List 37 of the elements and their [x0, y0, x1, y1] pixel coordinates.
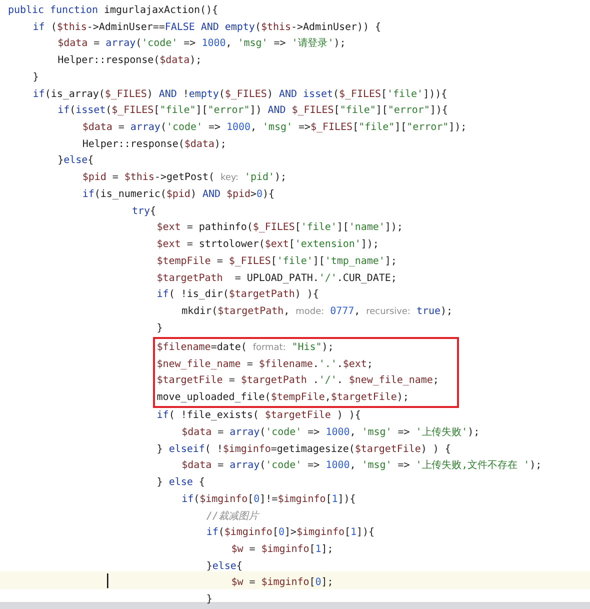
code-line: } else {	[156, 476, 205, 490]
code-line: $data = array('code' => 1000, 'msg' => '上传失败,文件不存在 ');	[182, 458, 542, 474]
code-line: Helper::response($data);	[82, 138, 226, 152]
code-line: if($imginfo[0]!=$imginfo[1]){	[182, 492, 356, 507]
highlight-box	[152, 336, 459, 408]
code-line: $w = $imginfo[0];	[231, 576, 334, 590]
code-line: try{	[132, 204, 156, 219]
code-line: $data = array('code' => 1000, 'msg' => '上传失败');	[182, 426, 480, 440]
code-line: move_uploaded_file($tempFile,$targetFile);	[156, 391, 409, 406]
code-line: }else{	[58, 154, 94, 168]
code-line: $w = $imginfo[1];	[231, 543, 334, 558]
code-line: $targetFile = $targetPath .'/'. $new_file_name;	[156, 374, 439, 388]
code-line: $ext = pathinfo($_FILES['file']['name']);	[156, 221, 403, 236]
code-line: }else{	[206, 560, 242, 574]
code-line: }	[156, 322, 163, 336]
code-line: if($imginfo[0]>$imginfo[1]){	[206, 526, 375, 540]
code-line: $new_file_name = $filename.'.'.$ext;	[156, 358, 373, 372]
code-line: $ext = strtolower($ext['extension']);	[156, 238, 379, 252]
code-line: if(is_array($_FILES) AND !empty($_FILES) AND isset($_FILES['file'])){	[32, 88, 448, 102]
code-line: if ($this->AdminUser==FALSE AND empty($this->AdminUser)) {	[32, 20, 381, 35]
code-line: if(isset($_FILES["file"]["error"]) AND $_FILES["file"]["error"]){	[58, 104, 448, 118]
code-line: $tempFile = $_FILES['file']['tmp_name'];	[156, 254, 397, 269]
code-line: public function imgurlajaxAction(){	[8, 4, 218, 18]
code-line: $data = array('code' => 1000, 'msg' => '请登录');	[58, 36, 346, 52]
code-line: if( !is_dir($targetPath) ){	[156, 288, 319, 302]
code-line: $data = array('code' => 1000, 'msg' =>$_FILES["file"]["error"]);	[82, 121, 467, 136]
code-line: mkdir($targetPath, mode: 0777, recursive: true);	[182, 304, 452, 319]
code-line: }	[206, 593, 212, 608]
code-line: //裁减图片	[206, 510, 258, 524]
code-line: $pid = $this->getPost( key: 'pid');	[82, 171, 287, 186]
code-line: }	[32, 70, 39, 85]
code-line: } elseif( !$imginfo=getimagesize($targetFile) ) {	[156, 442, 451, 457]
code-line: $filename=date( format: "His");	[156, 340, 334, 355]
code-line: $targetPath = UPLOAD_PATH.'/'.CUR_DATE;	[156, 272, 397, 286]
code-line: Helper::response($data);	[58, 54, 202, 68]
code-line: if( !file_exists( $targetFile ) ){	[156, 409, 361, 424]
code-line: if(is_numeric($pid) AND $pid>0){	[82, 188, 275, 202]
